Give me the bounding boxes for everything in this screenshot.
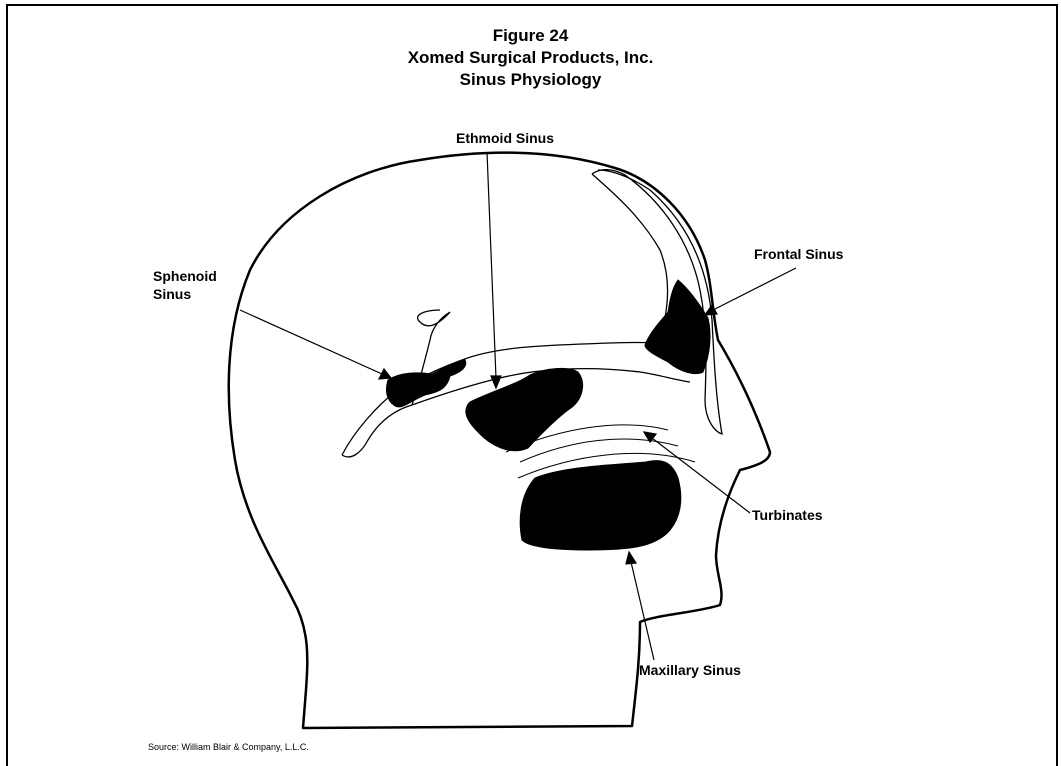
maxillary-sinus-shape [520, 461, 681, 550]
maxillary-sinus-label: Maxillary Sinus [639, 661, 741, 679]
frontal-bone [592, 170, 722, 434]
source-note: Source: William Blair & Company, L.L.C. [148, 741, 309, 753]
ethmoid-sinus-label: Ethmoid Sinus [456, 129, 554, 147]
sphenoid-sinus-label-line1: Sphenoid [153, 267, 217, 285]
turbinates-label: Turbinates [752, 506, 823, 524]
frontal-sinus-label: Frontal Sinus [754, 245, 843, 263]
sphenoid-sinus-label-line2: Sinus [153, 285, 191, 303]
ethmoid-sinus-shape [466, 368, 583, 450]
